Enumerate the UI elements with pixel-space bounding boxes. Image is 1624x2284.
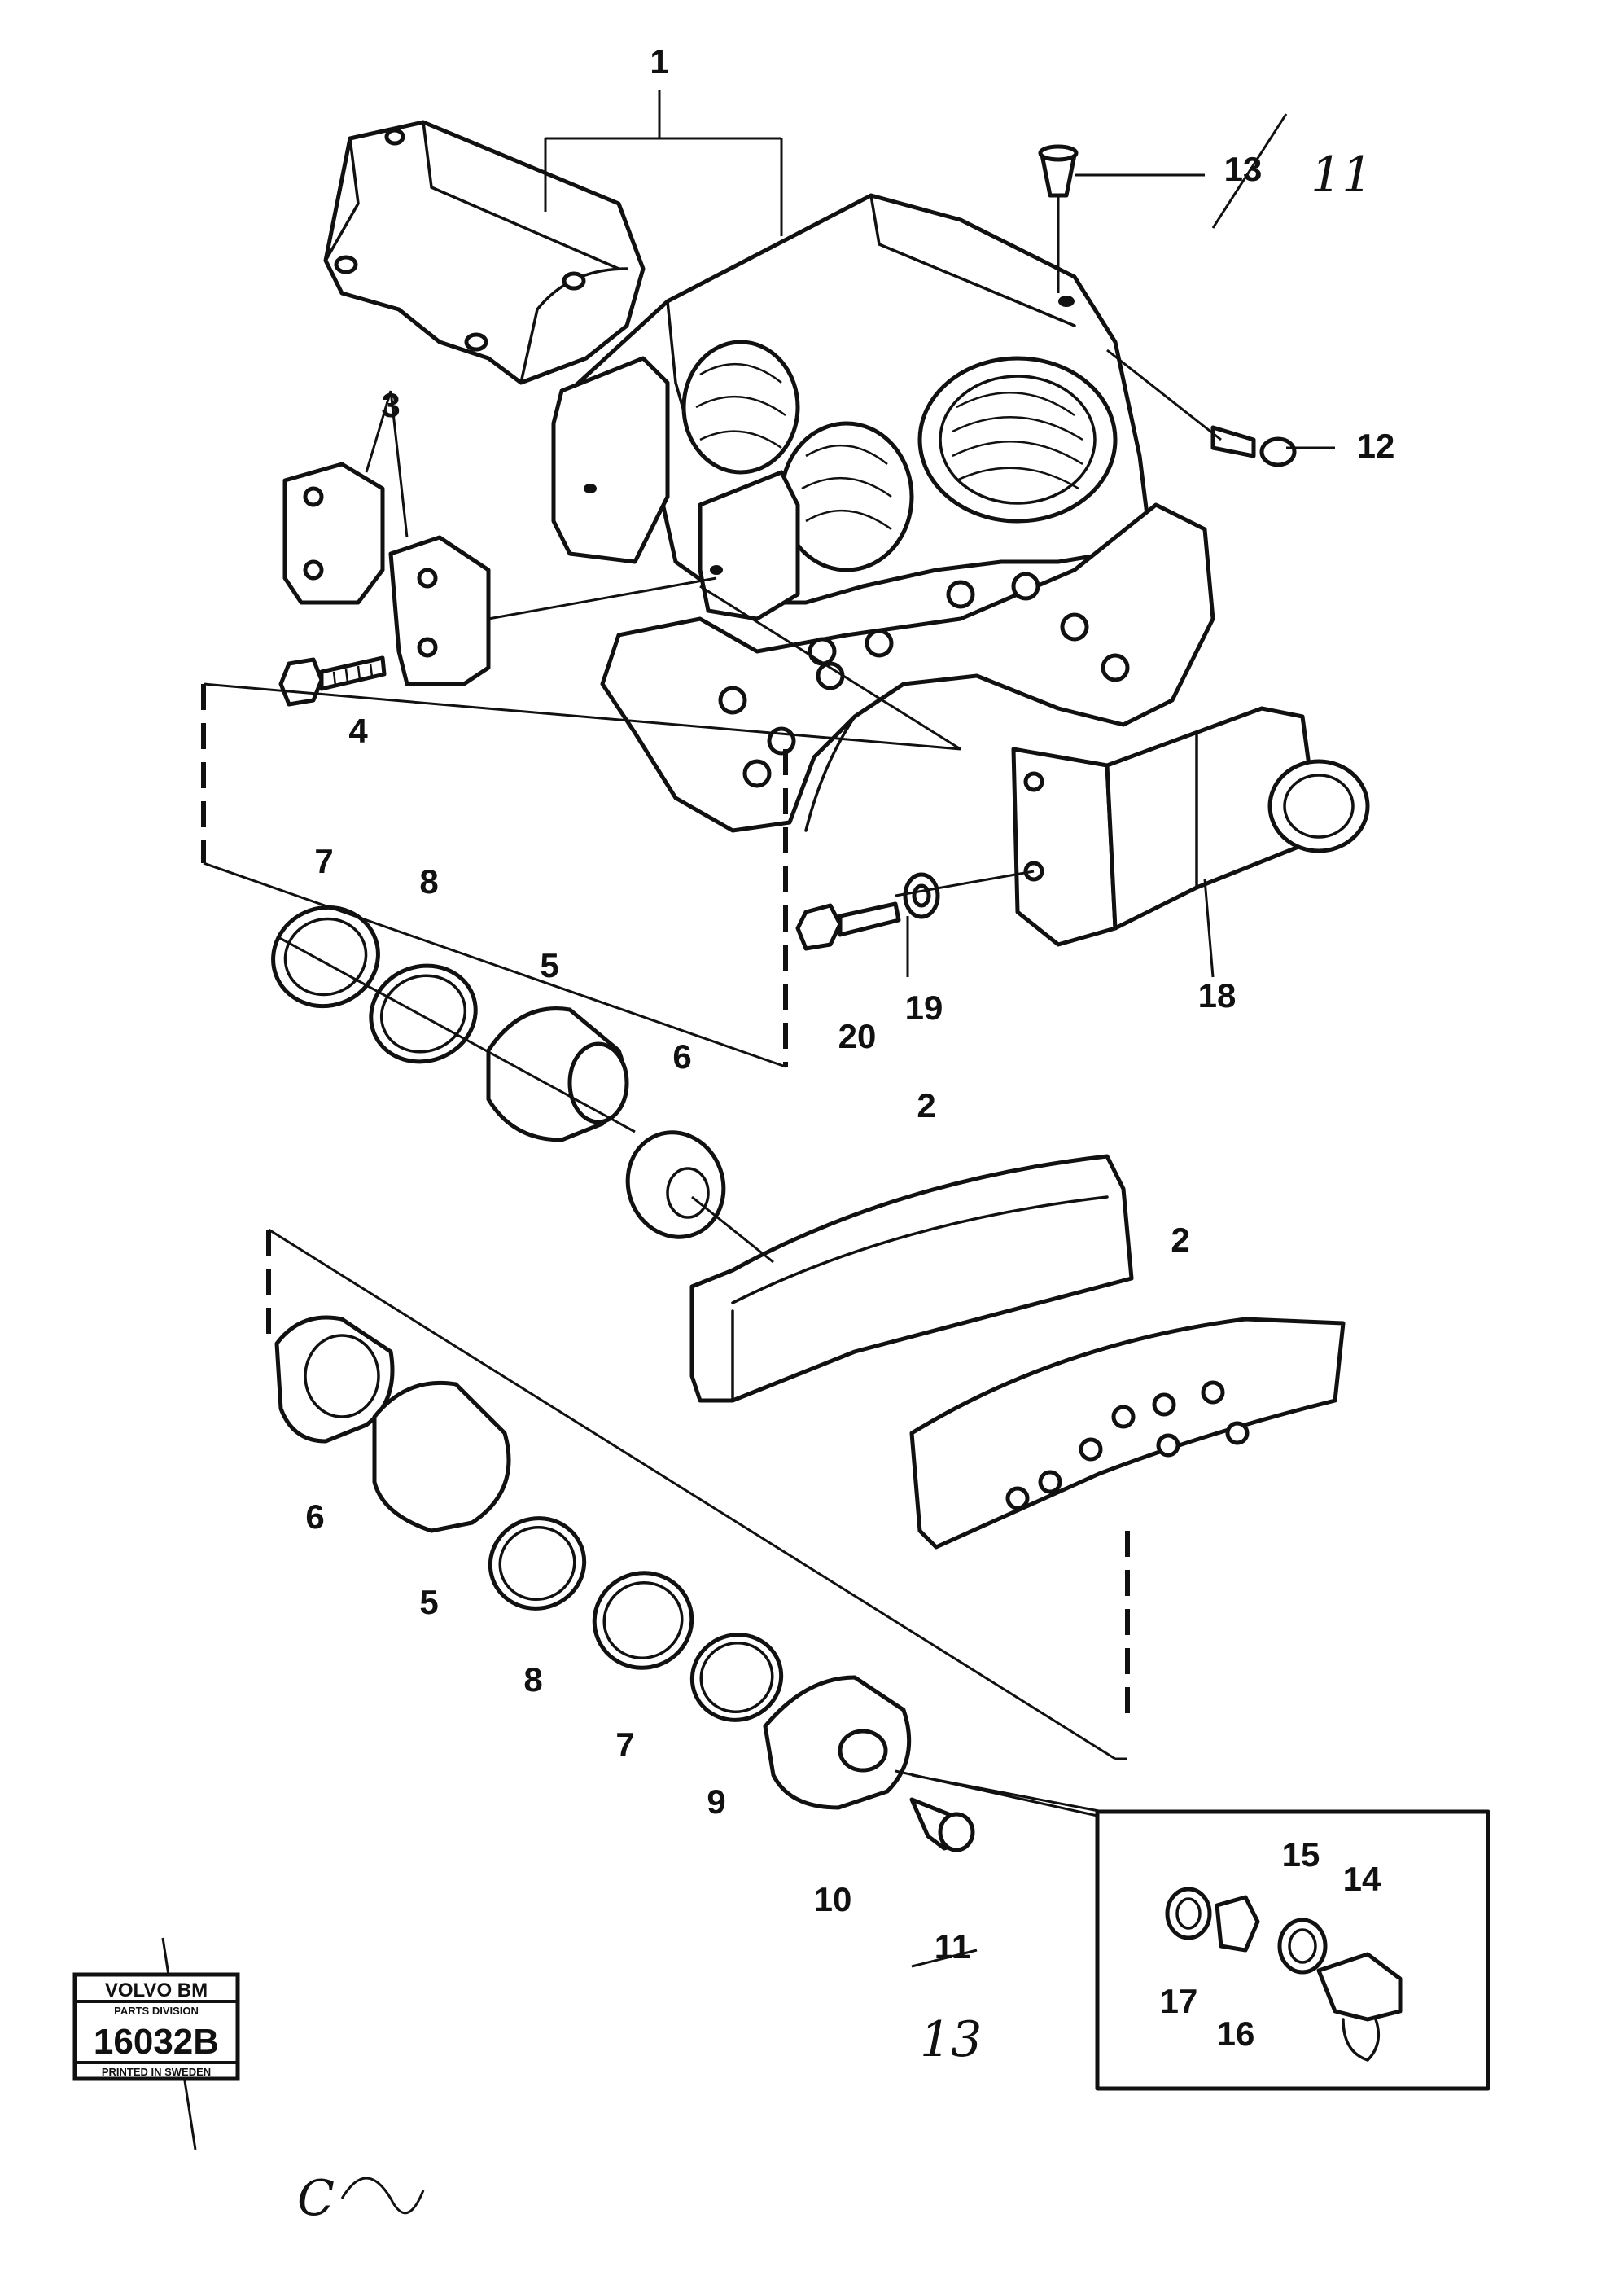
plug-13 [1038,144,1079,198]
strike-11 [911,1949,978,1968]
callout-5b: 5 [419,1583,438,1621]
brake-pad-upper [689,1154,1134,1403]
callout-6b: 6 [305,1497,324,1536]
callout-18: 18 [1198,976,1237,1015]
callout-5a: 5 [540,946,558,984]
callout-15: 15 [1282,1835,1320,1874]
handwritten-scribble [340,2177,425,2215]
leader-lines [201,90,1335,1817]
callout-1: 1 [650,42,668,81]
callout-10: 10 [814,1880,852,1918]
caliper-cap [323,120,646,385]
handwritten-bottom-center: 13 [920,2011,982,2068]
callout-8a: 8 [419,862,438,901]
callout-20: 20 [838,1017,877,1055]
badge-division: PARTS DIVISION [114,2005,199,2017]
callout-6a: 6 [672,1037,691,1076]
callout-7a: 7 [314,842,333,880]
handwritten-top-right: 11 [1311,147,1372,204]
callout-8b: 8 [523,1660,542,1699]
retaining-plates [282,462,491,686]
callout-7b: 7 [615,1725,634,1764]
bleeder-11 [909,1797,975,1852]
strike-13 [1211,113,1288,229]
upper-seal-stack [271,905,726,1239]
brake-pad-lower [909,1317,1346,1550]
bracket-18 [1011,706,1370,947]
lower-seal-stack [274,1315,912,1810]
callout-9: 9 [707,1782,725,1821]
badge-code: 16032B [94,2022,219,2062]
callout-17: 17 [1160,1982,1198,2020]
callout-2b: 2 [1171,1221,1189,1259]
detail-parts [1165,1887,1403,2063]
callout-2a: 2 [917,1086,935,1124]
bolt-4 [278,655,387,707]
washer-19 [903,872,940,919]
callout-3: 3 [381,386,400,424]
bolt-20 [795,901,901,951]
callout-16: 16 [1217,2014,1255,2053]
badge-printed: PRINTED IN SWEDEN [102,2066,211,2078]
badge-brand: VOLVO BM [105,1979,208,2001]
caliper-body [551,193,1150,621]
callout-12: 12 [1357,427,1395,465]
screw-12 [1210,425,1297,467]
callout-14: 14 [1343,1860,1381,1898]
mounting-plate [600,502,1215,833]
callout-4: 4 [348,712,368,750]
volvo-bm-badge: VOLVO BM PARTS DIVISION 16032B PRINTED I… [72,1972,240,2081]
callout-19: 19 [905,989,943,1027]
handwritten-bottom-left: C [297,2170,335,2227]
